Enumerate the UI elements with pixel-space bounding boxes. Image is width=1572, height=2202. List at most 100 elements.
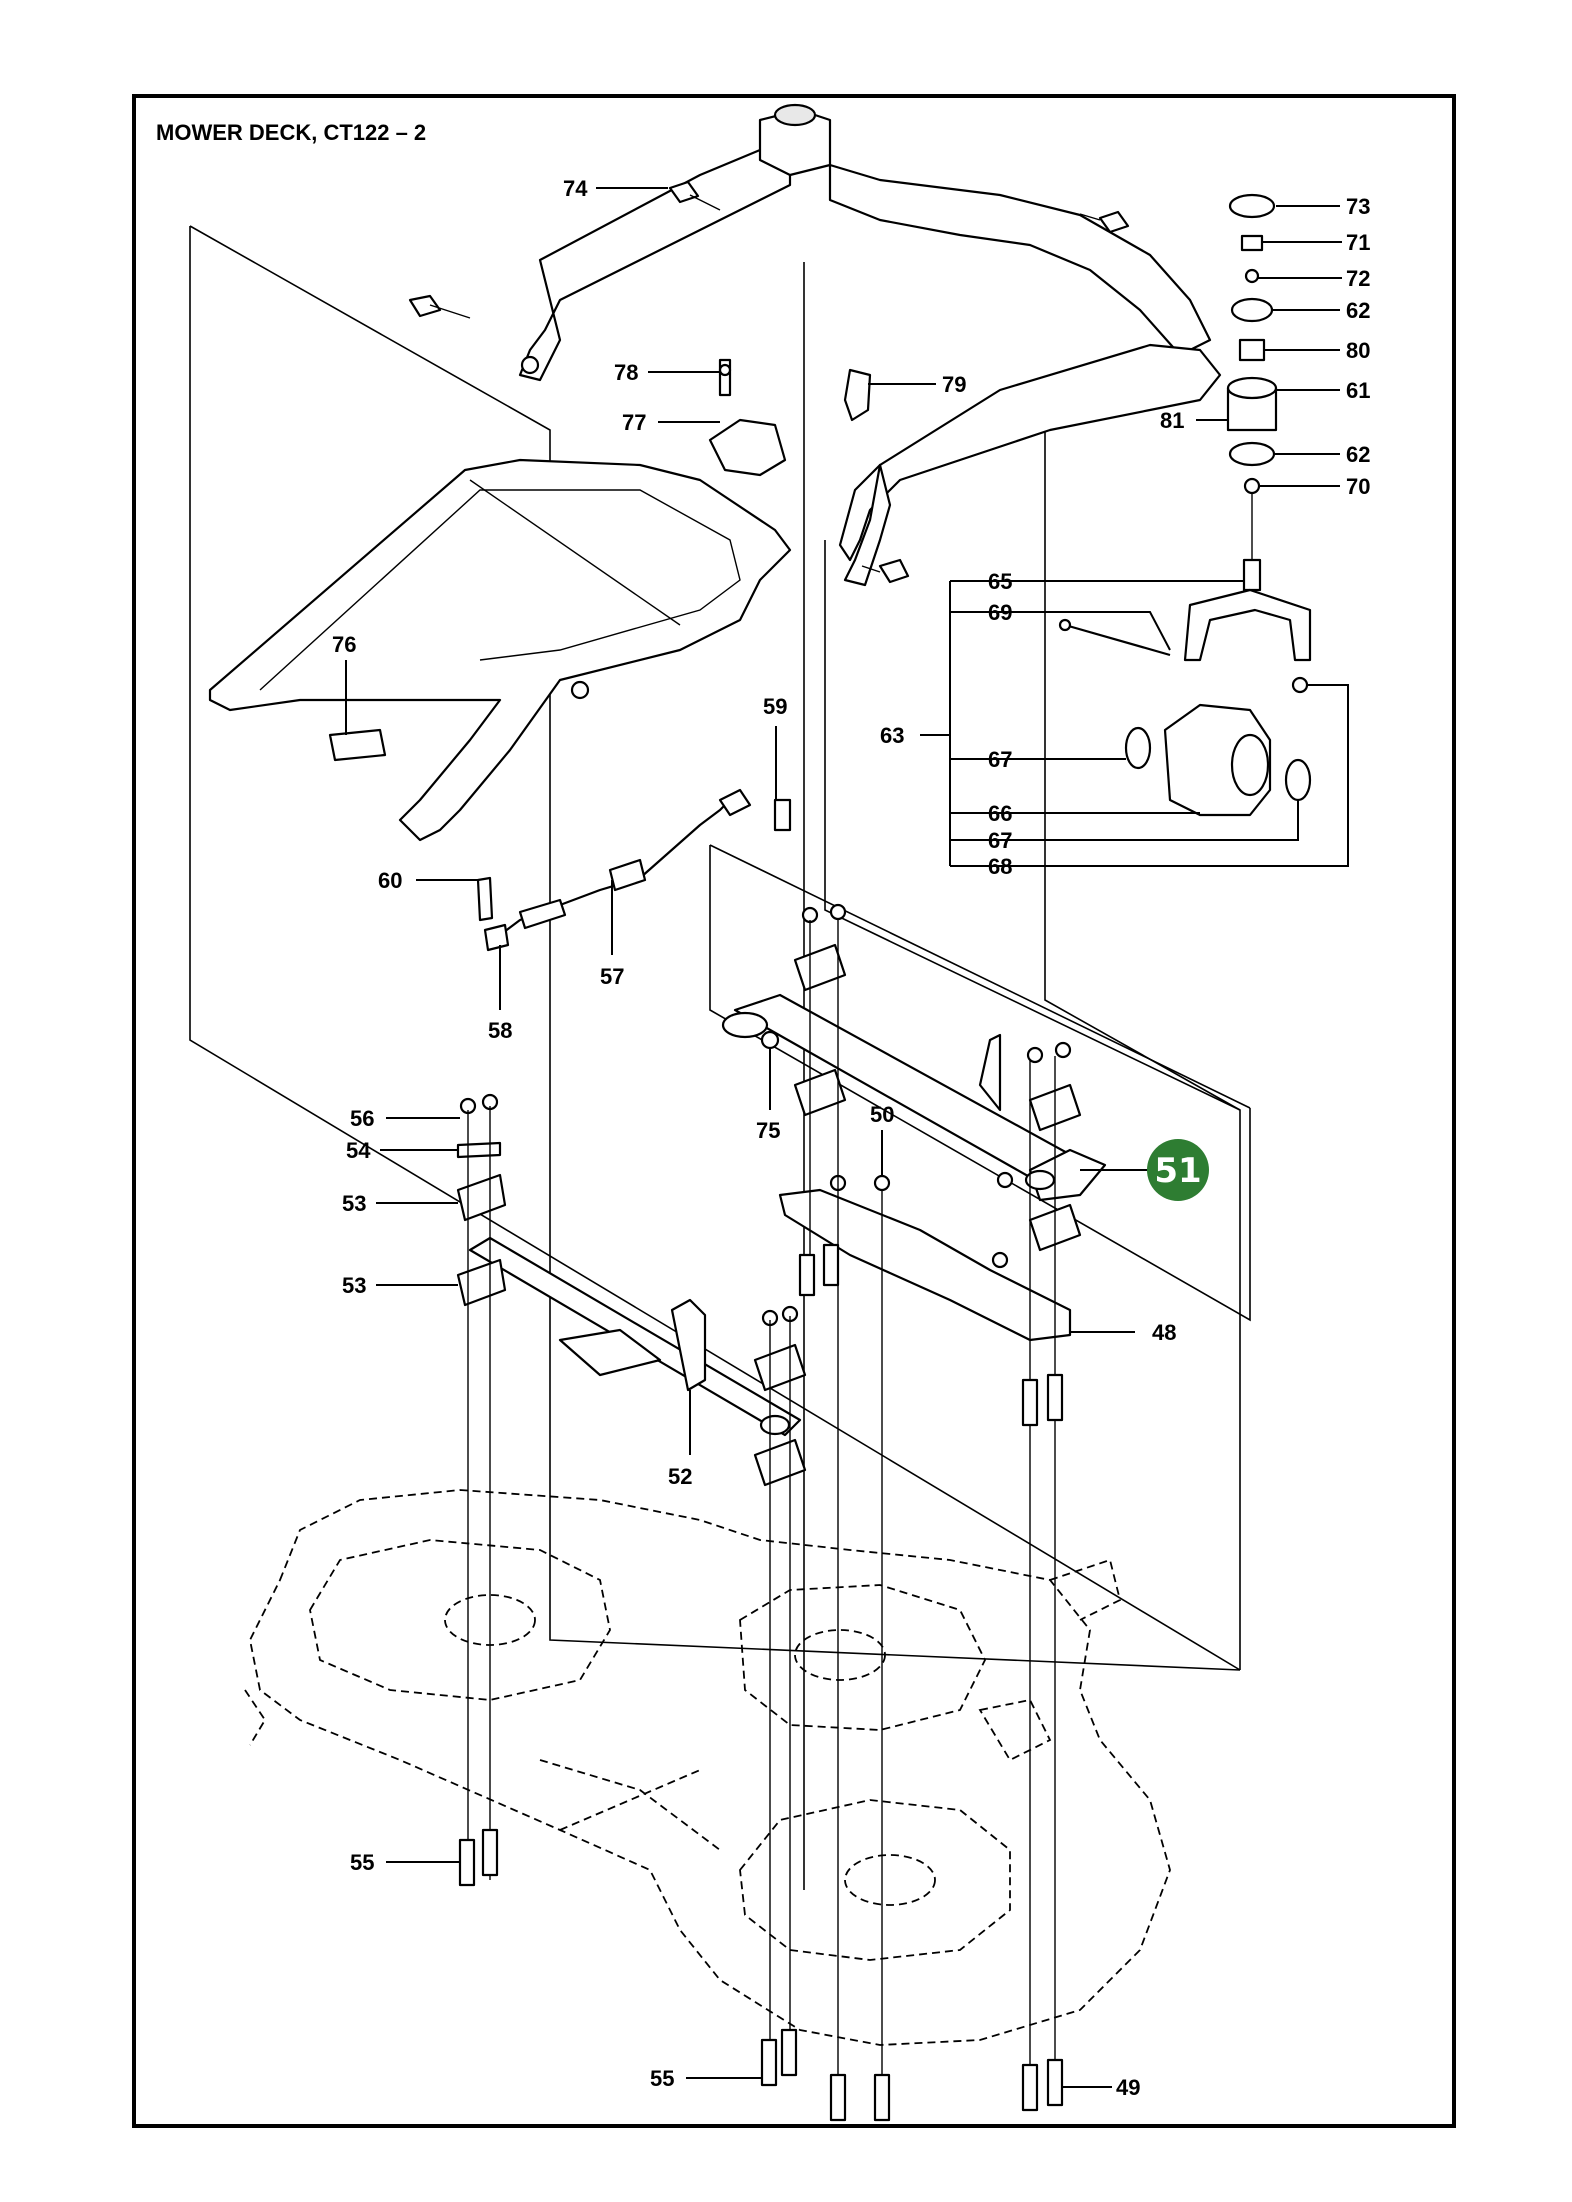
deck-chamber-right	[739, 1799, 1011, 1961]
bolt-rear-right-b	[1046, 1373, 1064, 1422]
highlighted-callout-51[interactable]: 51	[1147, 1139, 1209, 1201]
clamp-53-bottom	[456, 1258, 507, 1307]
bolt-55-mid-b	[780, 2028, 798, 2077]
bolt-rear-right-a	[1021, 1378, 1039, 1427]
nut-rear-right-2	[1054, 1041, 1072, 1059]
callout-65: 65	[988, 569, 1012, 594]
hanger-frame-socket	[328, 728, 387, 762]
mower-deck-outline	[244, 1489, 1171, 2046]
callout-54: 54	[346, 1138, 371, 1163]
callout-76: 76	[332, 632, 356, 657]
callout-50: 50	[870, 1102, 894, 1127]
callout-74: 74	[563, 176, 588, 201]
callout-60: 60	[378, 868, 402, 893]
callout-56: 56	[350, 1106, 374, 1131]
shaft-51-bar	[733, 993, 1082, 1182]
spacer-67-left	[1124, 726, 1152, 770]
deck-hanger-frame-76	[208, 458, 792, 842]
bearing-62-bottom	[1228, 441, 1276, 467]
deck-x-rib	[539, 1759, 721, 1851]
highlight-label[interactable]: 51	[1154, 1151, 1201, 1191]
callout-58: 58	[488, 1018, 512, 1043]
callout-62-top: 62	[1346, 298, 1370, 323]
leader-68	[950, 684, 1349, 867]
callout-63: 63	[880, 723, 904, 748]
spacer-80	[1238, 338, 1266, 362]
deck-chute-mount	[978, 1698, 1052, 1762]
shaft-51-lever	[978, 1033, 1002, 1112]
hanger-frame-body	[208, 458, 792, 842]
callout-81: 81	[1160, 408, 1184, 433]
shaft-52-bar	[468, 1236, 802, 1437]
callout-67-top: 67	[988, 747, 1012, 772]
front-frame-assembly	[518, 103, 1222, 587]
nut-rear-left-2	[829, 903, 847, 921]
callout-labels: 74 73 71 72 62 80 61 81 62 70 78 77 79 7…	[332, 176, 1370, 2100]
bolt-49-a	[1021, 2063, 1039, 2112]
frame-bolts	[408, 180, 1130, 584]
callout-71: 71	[1346, 230, 1370, 255]
callout-52: 52	[668, 1464, 692, 1489]
shaft-51-left-end	[721, 1011, 769, 1039]
group-outlines	[189, 225, 1251, 1890]
callout-53-bottom: 53	[342, 1273, 366, 1298]
callout-leaders	[345, 187, 1342, 2088]
highlight-circle[interactable]	[1147, 1139, 1209, 1201]
callout-69: 69	[988, 600, 1012, 625]
callout-61: 61	[1346, 378, 1370, 403]
shaft-52-lever	[670, 1298, 707, 1392]
hanger-frame-inner-edge	[259, 489, 741, 691]
plate-54	[456, 1141, 502, 1159]
bolt-71	[1240, 234, 1264, 252]
bolt-74-shank	[689, 194, 721, 211]
clamp-front-right-bottom	[753, 1438, 807, 1487]
leader-67b	[950, 800, 1299, 841]
callout-80: 80	[1346, 338, 1370, 363]
leader-69	[950, 611, 1171, 651]
hanger-frame-boss	[570, 680, 590, 700]
bolt-49-b	[1046, 2058, 1064, 2107]
bearing-62-top	[1230, 297, 1274, 323]
deck-group-outline	[189, 225, 1241, 1671]
frame-left-arm	[518, 148, 792, 382]
callout-49: 49	[1116, 2075, 1140, 2100]
anti-scalp-wheel-assembly	[1058, 193, 1312, 817]
callout-55-left: 55	[350, 1850, 374, 1875]
lift-shaft-outline	[709, 845, 1251, 1322]
spindle-opening-middle	[794, 1629, 886, 1681]
cable-assembly	[476, 788, 792, 952]
fork-65	[1183, 588, 1312, 662]
wheel-group-outline-left	[824, 540, 1241, 1111]
callout-73: 73	[1346, 194, 1370, 219]
deck-rear-hanger	[1049, 1558, 1122, 1621]
nut-rear-left-1	[801, 906, 819, 924]
fork-stem-65	[1242, 558, 1262, 592]
deck-shell-outer	[249, 1489, 1171, 2046]
deck-chamber-middle	[739, 1584, 987, 1731]
spring-clip-59	[773, 798, 792, 832]
callout-75: 75	[756, 1118, 780, 1143]
page-frame	[132, 94, 1456, 2128]
cable-adjuster	[608, 858, 647, 892]
callout-78: 78	[614, 360, 638, 385]
nut-68	[1291, 676, 1309, 694]
frame-left-hole	[520, 355, 540, 375]
pedal-plate	[558, 1328, 662, 1377]
bracket-48-body	[778, 1188, 1072, 1342]
bolt-rear-left-b	[822, 1243, 840, 1287]
frame-right-arm	[838, 343, 1222, 562]
axle-bolt-69	[1064, 623, 1171, 657]
rod-end-58	[483, 923, 510, 952]
callout-79: 79	[942, 372, 966, 397]
bolt-bottom-a	[829, 2073, 847, 2122]
front-lift-shaft	[456, 1093, 807, 1487]
housing-61-top	[1226, 376, 1278, 400]
rear-lift-shaft	[721, 903, 1107, 1252]
callout-55-bottom: 55	[650, 2066, 674, 2091]
pin-60	[476, 876, 494, 922]
bolt-55-left-a	[458, 1838, 476, 1887]
callout-68: 68	[988, 854, 1012, 879]
bolt-top-right-shank	[1079, 213, 1101, 221]
screw-78-head	[718, 363, 732, 377]
